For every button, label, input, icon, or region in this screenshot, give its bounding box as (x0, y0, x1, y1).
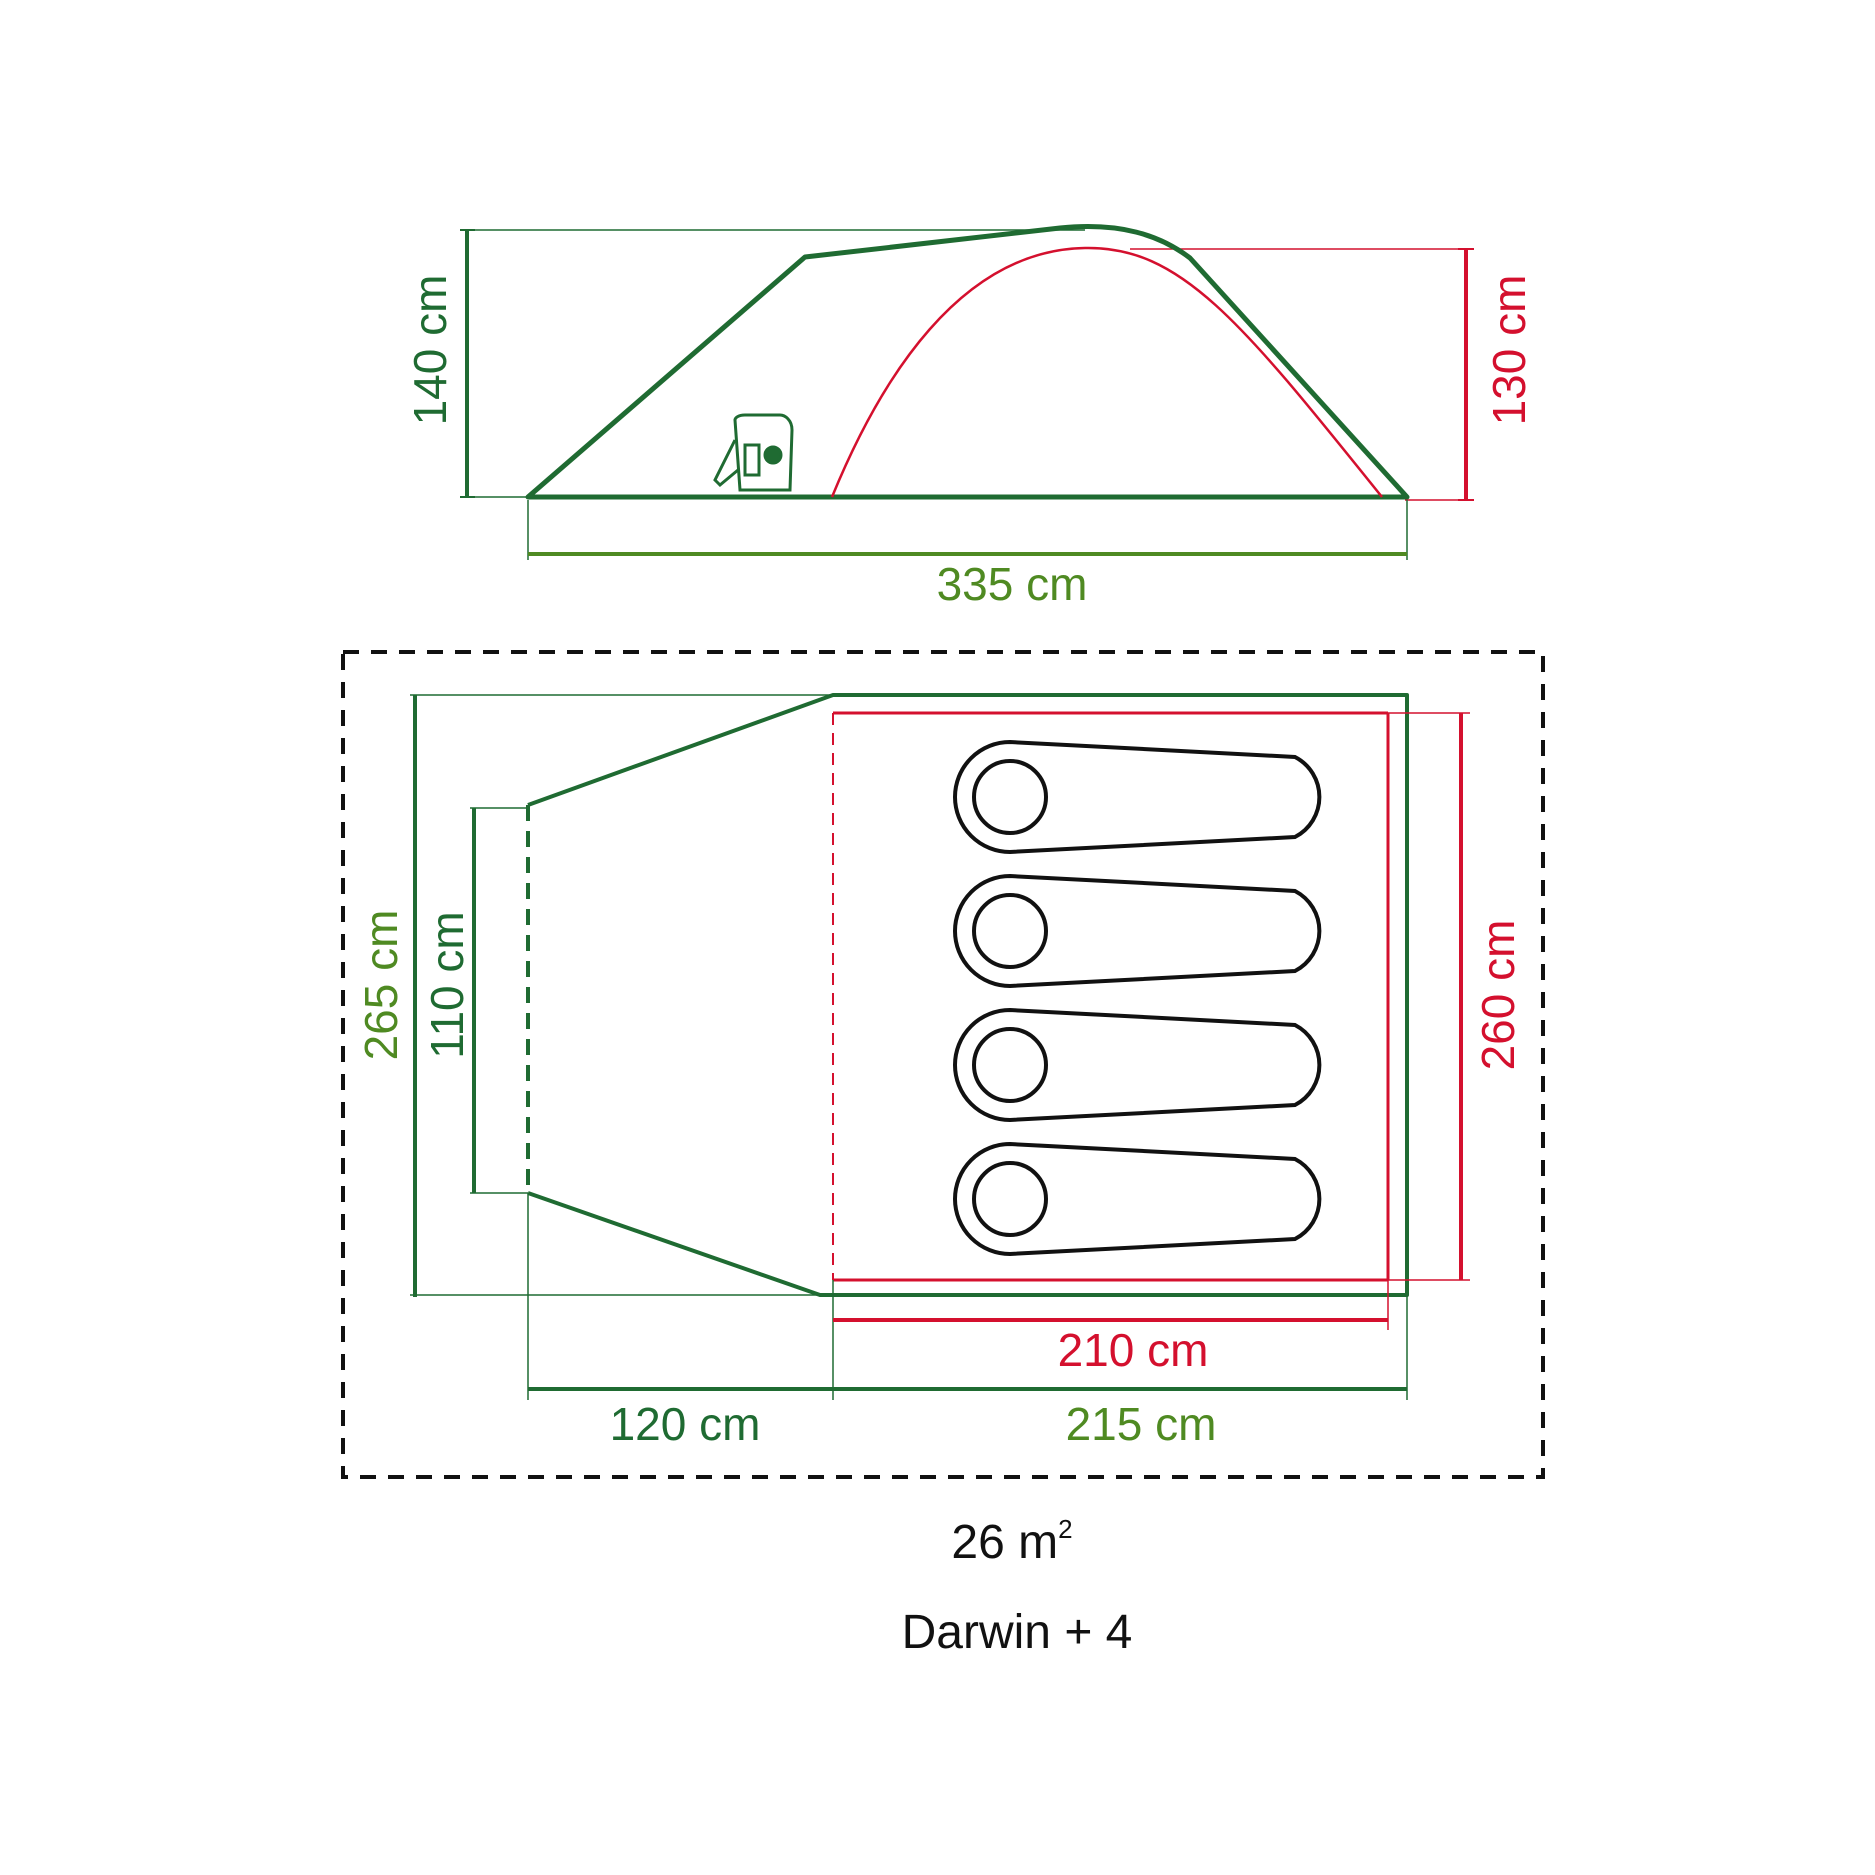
height-inner-label: 130 cm (1483, 275, 1535, 426)
area-superscript: 2 (1058, 1514, 1072, 1544)
flysheet-outline (525, 224, 1410, 500)
plan-flysheet-outline (527, 693, 1409, 1297)
backpack-icon (713, 413, 794, 492)
floor-plan: 265 cm 110 cm 260 cm 210 cm 120 cm 215 c… (341, 650, 1545, 1479)
pitch-area-boundary (341, 650, 1545, 1479)
length-total-label: 335 cm (937, 558, 1088, 610)
area-label: 26 m2 (951, 1514, 1072, 1569)
sleeping-bag (953, 739, 1322, 855)
sleeping-bag (953, 1141, 1322, 1257)
porch-length-label: 120 cm (610, 1398, 761, 1450)
inner-length-label: 210 cm (1058, 1324, 1209, 1376)
inner-tent-outline (830, 246, 1383, 498)
area-value: 26 m (951, 1516, 1058, 1569)
height-outer-label: 140 cm (404, 275, 456, 426)
sleeping-bag (953, 873, 1322, 989)
footer: 26 m2 Darwin + 4 (902, 1514, 1133, 1659)
width-total-label: 265 cm (355, 910, 407, 1061)
bedroom-length-label: 215 cm (1066, 1398, 1217, 1450)
sleeping-bag (953, 1007, 1322, 1123)
model-name: Darwin + 4 (902, 1606, 1133, 1659)
sleeping-bags (953, 739, 1322, 1257)
side-view: 140 cm 130 cm 335 cm (404, 224, 1535, 610)
door-width-label: 110 cm (421, 911, 473, 1058)
inner-width-label: 260 cm (1472, 920, 1524, 1071)
